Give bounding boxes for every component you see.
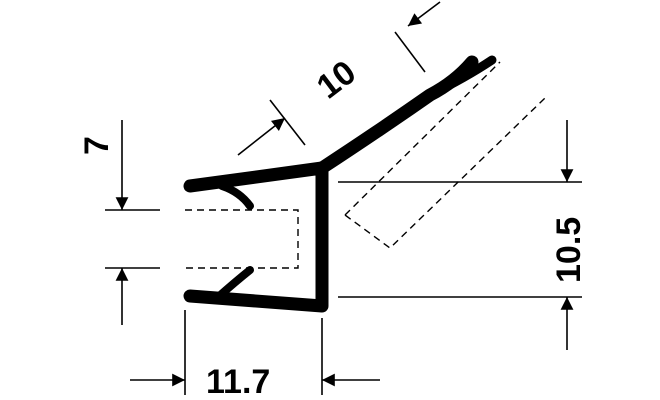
dimension-10: 10 (237, 1, 441, 156)
dimension-label-7: 7 (78, 136, 116, 155)
dimension-7: 7 (78, 120, 160, 325)
dimension-label-10-5: 10.5 (550, 217, 588, 283)
dimension-label-10: 10 (310, 53, 363, 106)
dimension-11-7: 11.7 (130, 310, 380, 400)
seal-profile (183, 55, 497, 313)
dimension-label-11-7: 11.7 (206, 363, 270, 400)
glass-outline-right (344, 61, 546, 249)
dimension-10-5: 10.5 (338, 120, 588, 350)
glass-outline-left (185, 209, 299, 269)
